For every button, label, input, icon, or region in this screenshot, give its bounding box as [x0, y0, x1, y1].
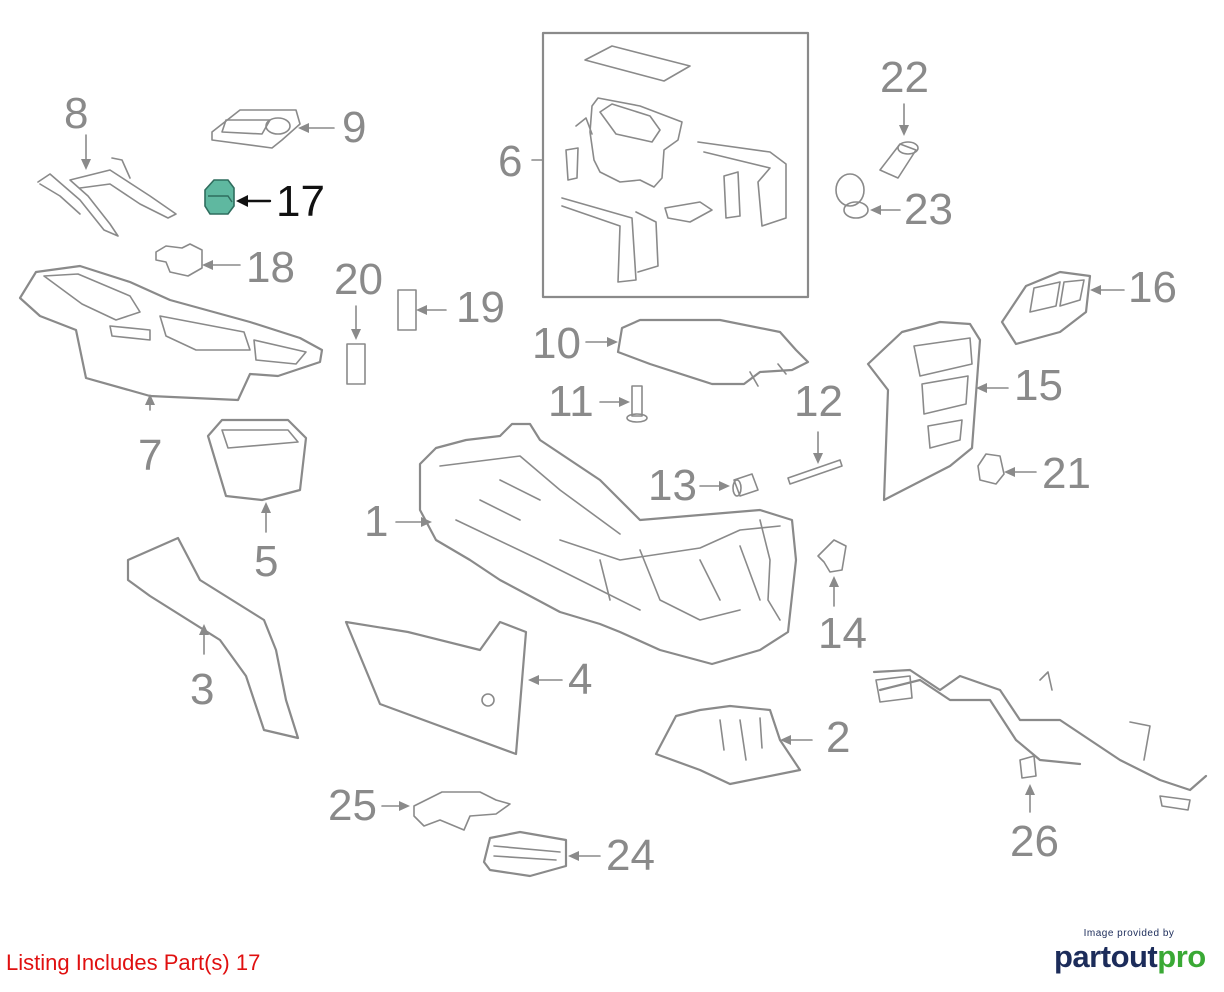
part-25-bracket	[381, 791, 511, 831]
part-10-armrest-lid	[585, 318, 810, 387]
part-12-rod	[787, 431, 843, 485]
part-24-module	[482, 830, 601, 878]
callout-5: 5	[254, 537, 279, 586]
part-26-wire-harness	[872, 668, 1208, 813]
part-9-plate	[211, 109, 335, 149]
callout-4: 4	[568, 655, 593, 704]
callout-16: 16	[1128, 263, 1177, 312]
part-3-side-panel	[126, 536, 300, 740]
partoutpro-logo[interactable]: Image provided by partoutpro	[1054, 928, 1206, 974]
callout-19: 19	[456, 283, 505, 332]
part-18-bracket	[155, 243, 241, 277]
callout-1: 1	[364, 497, 389, 546]
part-17-switch-highlighted[interactable]	[204, 179, 272, 215]
callout-10: 10	[532, 319, 581, 368]
part-23-cap	[835, 173, 901, 219]
callout-2: 2	[826, 713, 851, 762]
brand-wordmark-part: partout	[1054, 939, 1158, 974]
callout-6: 6	[498, 137, 523, 186]
callout-13: 13	[648, 461, 697, 510]
callout-21: 21	[1042, 449, 1091, 498]
callout-8: 8	[64, 89, 89, 138]
callout-18: 18	[246, 243, 295, 292]
callout-17[interactable]: 17	[276, 177, 325, 226]
part-4-side-panel	[344, 620, 563, 756]
brand-wordmark-pro: pro	[1157, 939, 1206, 974]
part-5-cup-holder	[206, 418, 308, 533]
part-19-connector	[397, 289, 447, 331]
callout-23: 23	[904, 185, 953, 234]
callout-12: 12	[794, 377, 843, 426]
part-16-vent	[1000, 270, 1125, 346]
callout-7: 7	[138, 431, 163, 480]
callout-25: 25	[328, 781, 377, 830]
part-7-console-trim	[18, 264, 324, 411]
callout-26: 26	[1010, 817, 1059, 866]
part-20-connector	[346, 305, 366, 385]
part-13-bushing	[699, 473, 759, 497]
part-21-switch	[977, 453, 1037, 485]
part-6-assembly-box	[531, 31, 810, 299]
callout-20: 20	[334, 255, 383, 304]
part-2-bracket	[654, 704, 813, 786]
listing-includes-note: Listing Includes Part(s) 17	[6, 950, 261, 975]
callout-22: 22	[880, 53, 929, 102]
callout-9: 9	[342, 103, 367, 152]
brand-credit-text: Image provided by	[1083, 928, 1175, 939]
brand-wordmark: partoutpro	[1054, 939, 1206, 974]
part-11-pin	[599, 385, 648, 423]
part-15-rear-panel	[866, 320, 1009, 502]
part-14-clip	[817, 539, 847, 607]
callout-24: 24	[606, 831, 655, 880]
part-8-trim-strip	[37, 134, 177, 237]
callout-15: 15	[1014, 361, 1063, 410]
callout-14: 14	[818, 609, 867, 658]
part-1-console-frame	[395, 422, 798, 666]
part-22-socket	[879, 103, 919, 179]
callout-11: 11	[548, 377, 594, 426]
callout-3: 3	[190, 665, 215, 714]
